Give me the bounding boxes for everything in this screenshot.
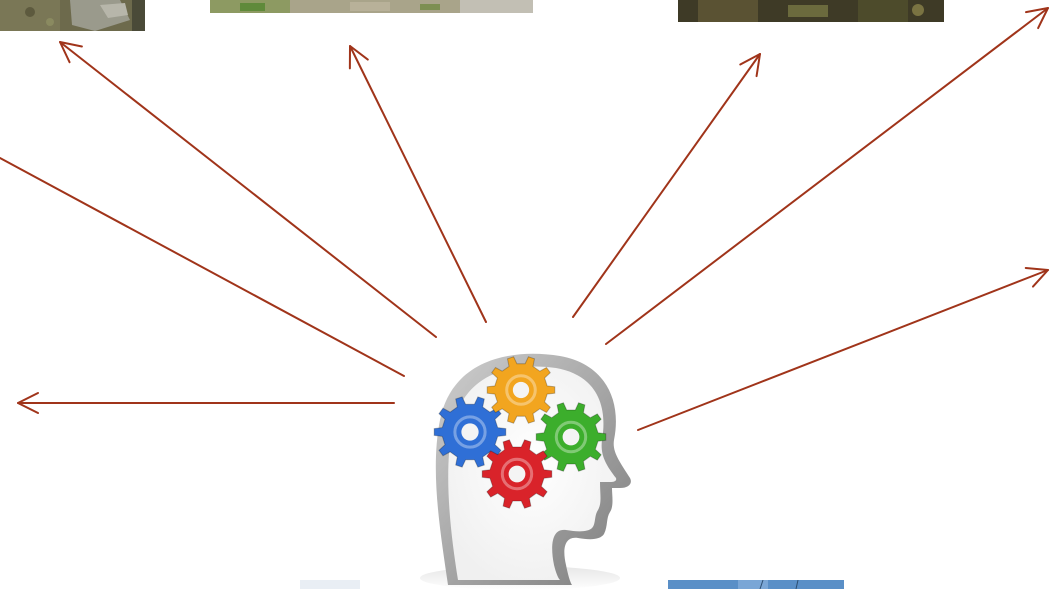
arrow-up-right-far [638, 268, 1048, 430]
arrow-left [0, 158, 404, 376]
head-with-gears-icon [420, 354, 631, 589]
arrow-right [18, 393, 394, 413]
arrow-up [573, 54, 760, 317]
arrow-up-left [350, 46, 486, 322]
